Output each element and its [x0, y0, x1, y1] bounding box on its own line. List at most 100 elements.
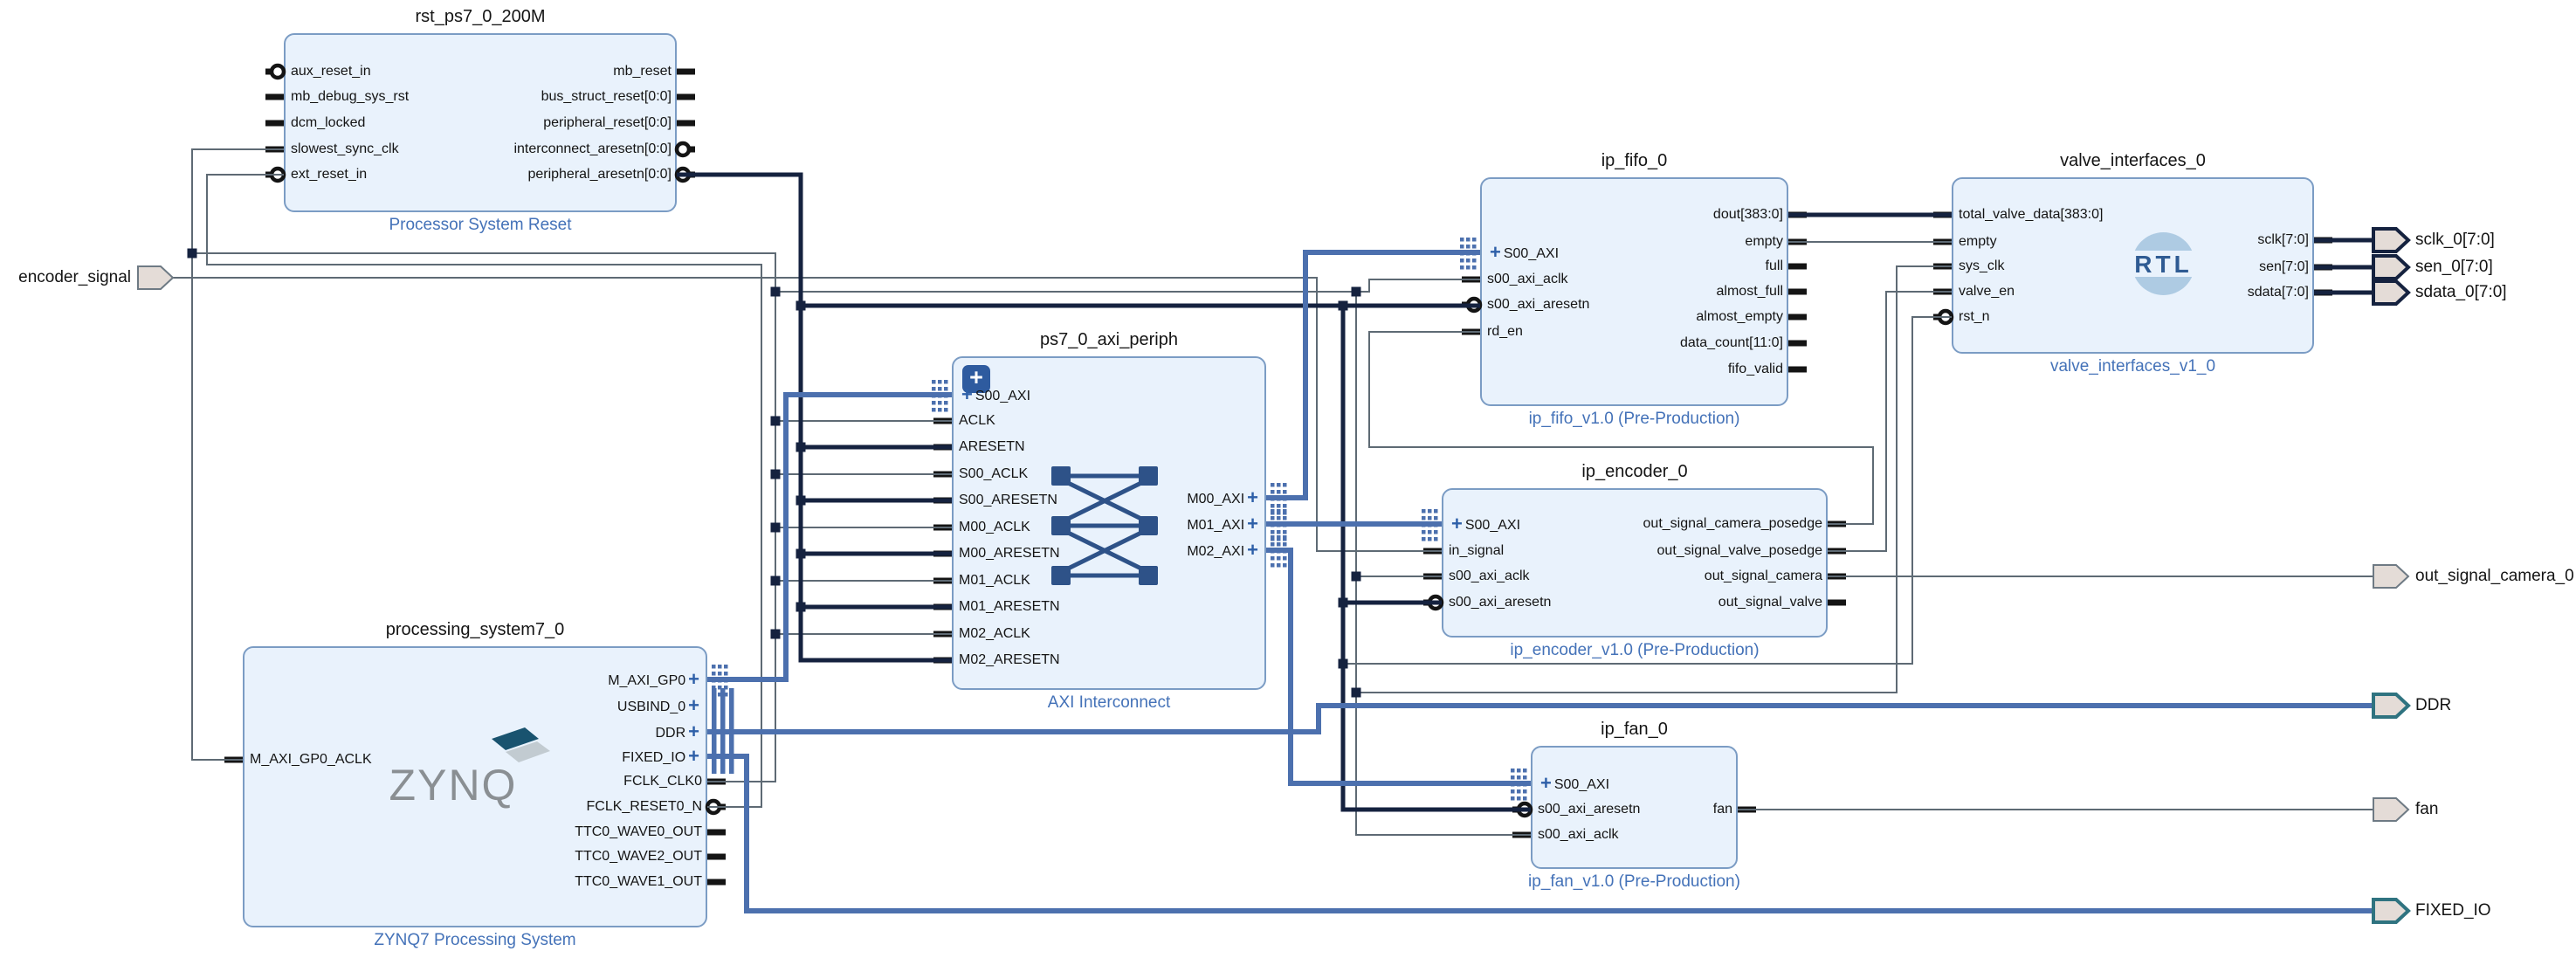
pin-ip_fan_0-fan[interactable]: fan	[1453, 800, 1732, 819]
wire-peripheral_aresetn_trunk2[interactable]	[1340, 306, 1531, 812]
wire-FCLK_RESET0_N[interactable]	[206, 174, 762, 808]
pin-valve_interfaces_0-sdata[7:0][interactable]: sdata[7:0]	[2029, 283, 2309, 302]
port-sdata_0[7:0][interactable]	[2372, 279, 2411, 306]
pin-ip_fifo_0-fifo_valid[interactable]: fifo_valid	[1504, 360, 1783, 379]
block-ps7_0_axi_periph[interactable]	[952, 356, 1266, 690]
interface-plus-icon[interactable]: +	[1247, 486, 1258, 508]
pin-ip_fifo_0-s00_axi_aresetn[interactable]: s00_axi_aresetn	[1487, 295, 1589, 314]
block-ip_fan_0[interactable]	[1531, 746, 1738, 869]
pin-ps7_0_axi_periph-M00_AXI[interactable]: M00_AXI+	[981, 488, 1261, 507]
pin-ip_fifo_0-almost_empty[interactable]: almost_empty	[1504, 307, 1783, 327]
wire-FCLK_CLK0_trunk2[interactable]	[1355, 292, 1531, 836]
pin-processing_system7_0-DDR[interactable]: DDR+	[423, 722, 702, 741]
pin-valve_interfaces_0-sclk[7:0][interactable]: sclk[7:0]	[2029, 231, 2309, 250]
pin-processing_system7_0-M_AXI_GP0[interactable]: M_AXI_GP0+	[423, 670, 702, 689]
block-processing_system7_0[interactable]	[243, 646, 707, 927]
pin-ip_fifo_0-S00_AXI[interactable]: +S00_AXI	[1487, 243, 1559, 262]
pin-ip_fifo_0-data_count[11:0][interactable]: data_count[11:0]	[1504, 334, 1783, 353]
pin-ip_fifo_0-full[interactable]: full	[1504, 257, 1783, 276]
port-sclk_0[7:0][interactable]	[2372, 227, 2411, 253]
pin-processing_system7_0-TTC0_WAVE1_OUT[interactable]: TTC0_WAVE1_OUT	[423, 872, 702, 892]
pin-processing_system7_0-USBIND_0[interactable]: USBIND_0+	[423, 696, 702, 715]
port-label-sen_0[7:0][interactable]: sen_0[7:0]	[2415, 258, 2493, 276]
wire-M_AXI_GP0[interactable]	[707, 392, 952, 682]
pin-processing_system7_0-M_AXI_GP0_ACLK[interactable]: M_AXI_GP0_ACLK	[250, 750, 372, 769]
pin-ps7_0_axi_periph-M02_ACLK[interactable]: M02_ACLK	[959, 624, 1030, 644]
pin-ps7_0_axi_periph-M01_ACLK[interactable]: M01_ACLK	[959, 571, 1030, 590]
wire-out_signal_valve_posedge_valve_en[interactable]	[1828, 291, 1952, 552]
wire-out_signal_camera_posedge_rd_en[interactable]	[1368, 331, 1874, 525]
pin-valve_interfaces_0-empty[interactable]: empty	[1959, 232, 1997, 252]
wire-FCLK_CLK0_fifo_aclk[interactable]	[1356, 279, 1480, 293]
port-DDR[interactable]	[2372, 693, 2411, 719]
pin-ip_encoder_0-out_signal_camera_posedge[interactable]: out_signal_camera_posedge	[1543, 514, 1822, 534]
pin-ps7_0_axi_periph-S00_AXI[interactable]: +S00_AXI	[959, 385, 1030, 404]
port-fan[interactable]	[2373, 797, 2410, 822]
wire-M02_AXI[interactable]	[1266, 548, 1531, 786]
pin-ps7_0_axi_periph-S00_ACLK[interactable]: S00_ACLK	[959, 465, 1028, 484]
pin-ps7_0_axi_periph-M01_AXI[interactable]: M01_AXI+	[981, 514, 1261, 534]
interface-plus-icon[interactable]: +	[1490, 241, 1501, 263]
interface-plus-icon[interactable]: +	[688, 668, 699, 690]
pin-ip_fifo_0-empty[interactable]: empty	[1504, 232, 1783, 252]
pin-processing_system7_0-FCLK_RESET0_N[interactable]: FCLK_RESET0_N	[423, 797, 703, 817]
pin-ip_encoder_0-out_signal_valve_posedge[interactable]: out_signal_valve_posedge	[1543, 541, 1822, 561]
port-label-DDR[interactable]: DDR	[2415, 696, 2452, 714]
pin-ip_fifo_0-almost_full[interactable]: almost_full	[1504, 282, 1783, 301]
pin-ip_encoder_0-out_signal_valve[interactable]: out_signal_valve	[1543, 593, 1822, 612]
pin-ps7_0_axi_periph-M00_ARESETN[interactable]: M00_ARESETN	[959, 544, 1060, 563]
interface-plus-icon[interactable]: +	[1247, 539, 1258, 561]
pin-rst_ps7_0_200M-dcm_locked[interactable]: dcm_locked	[291, 114, 365, 133]
wire-peripheral_aresetn_rst_n[interactable]	[1343, 316, 1952, 665]
pin-ip_fan_0-s00_axi_aresetn[interactable]: s00_axi_aresetn	[1538, 800, 1640, 819]
pin-ps7_0_axi_periph-M01_ARESETN[interactable]: M01_ARESETN	[959, 597, 1060, 617]
pin-rst_ps7_0_200M-peripheral_reset[0:0][interactable]: peripheral_reset[0:0]	[392, 114, 672, 133]
interface-plus-icon[interactable]: +	[688, 745, 699, 767]
wire-peripheral_aresetn_trunk[interactable]	[677, 172, 952, 663]
pin-valve_interfaces_0-sen[7:0][interactable]: sen[7:0]	[2029, 258, 2309, 277]
wire-FIXED_IO[interactable]	[707, 754, 2373, 913]
port-label-out_signal_camera_0[interactable]: out_signal_camera_0	[2415, 567, 2574, 585]
pin-rst_ps7_0_200M-ext_reset_in[interactable]: ext_reset_in	[291, 165, 367, 184]
pin-rst_ps7_0_200M-mb_reset[interactable]: mb_reset	[392, 62, 672, 81]
pin-valve_interfaces_0-valve_en[interactable]: valve_en	[1959, 282, 2015, 301]
interface-plus-icon[interactable]: +	[1451, 513, 1463, 534]
wire-FCLK_CLK0_slowest_sync_clk[interactable]	[191, 148, 284, 253]
block-ip_fifo_0[interactable]	[1480, 177, 1788, 406]
pin-rst_ps7_0_200M-peripheral_aresetn[0:0][interactable]: peripheral_aresetn[0:0]	[392, 165, 672, 184]
port-label-sclk_0[7:0][interactable]: sclk_0[7:0]	[2415, 231, 2495, 249]
interface-plus-icon[interactable]: +	[1540, 772, 1552, 794]
port-label-sdata_0[7:0][interactable]: sdata_0[7:0]	[2415, 283, 2507, 301]
pin-ip_encoder_0-in_signal[interactable]: in_signal	[1449, 541, 1504, 561]
pin-ip_encoder_0-s00_axi_aresetn[interactable]: s00_axi_aresetn	[1449, 593, 1551, 612]
pin-ps7_0_axi_periph-ACLK[interactable]: ACLK	[959, 411, 995, 431]
port-sen_0[7:0][interactable]	[2372, 254, 2411, 280]
pin-rst_ps7_0_200M-bus_struct_reset[0:0][interactable]: bus_struct_reset[0:0]	[392, 87, 672, 107]
wire-FCLK_CLK0_sys_clk[interactable]	[1356, 265, 1952, 693]
block-ip_encoder_0[interactable]	[1442, 488, 1828, 638]
pin-ps7_0_axi_periph-ARESETN[interactable]: ARESETN	[959, 438, 1025, 457]
pin-rst_ps7_0_200M-aux_reset_in[interactable]: aux_reset_in	[291, 62, 371, 81]
pin-ip_encoder_0-s00_axi_aclk[interactable]: s00_axi_aclk	[1449, 567, 1530, 586]
pin-ps7_0_axi_periph-M02_AXI[interactable]: M02_AXI+	[981, 541, 1261, 560]
pin-ip_encoder_0-out_signal_camera[interactable]: out_signal_camera	[1543, 567, 1822, 586]
expand-block-button[interactable]: +	[962, 365, 990, 393]
pin-ps7_0_axi_periph-M00_ACLK[interactable]: M00_ACLK	[959, 518, 1030, 537]
pin-valve_interfaces_0-total_valve_data[383:0][interactable]: total_valve_data[383:0]	[1959, 205, 2103, 224]
pin-ip_fan_0-s00_axi_aclk[interactable]: s00_axi_aclk	[1538, 825, 1619, 844]
pin-rst_ps7_0_200M-interconnect_aresetn[0:0][interactable]: interconnect_aresetn[0:0]	[392, 140, 672, 159]
pin-ip_fifo_0-rd_en[interactable]: rd_en	[1487, 322, 1523, 341]
pin-valve_interfaces_0-rst_n[interactable]: rst_n	[1959, 307, 1990, 327]
wire-DDR[interactable]	[707, 703, 2373, 734]
pin-ip_encoder_0-S00_AXI[interactable]: +S00_AXI	[1449, 514, 1520, 534]
pin-processing_system7_0-FCLK_CLK0[interactable]: FCLK_CLK0	[423, 772, 702, 791]
pin-processing_system7_0-TTC0_WAVE0_OUT[interactable]: TTC0_WAVE0_OUT	[423, 823, 702, 842]
pin-ip_fan_0-S00_AXI[interactable]: +S00_AXI	[1538, 774, 1609, 793]
pin-ps7_0_axi_periph-S00_ARESETN[interactable]: S00_ARESETN	[959, 491, 1057, 510]
port-out_signal_camera_0[interactable]	[2373, 564, 2410, 589]
interface-plus-icon[interactable]: +	[688, 694, 699, 716]
wire-encoder_signal[interactable]	[173, 277, 1442, 552]
wire-M00_AXI[interactable]	[1266, 250, 1480, 500]
interface-plus-icon[interactable]: +	[1247, 513, 1258, 534]
pin-ps7_0_axi_periph-M02_ARESETN[interactable]: M02_ARESETN	[959, 651, 1060, 670]
